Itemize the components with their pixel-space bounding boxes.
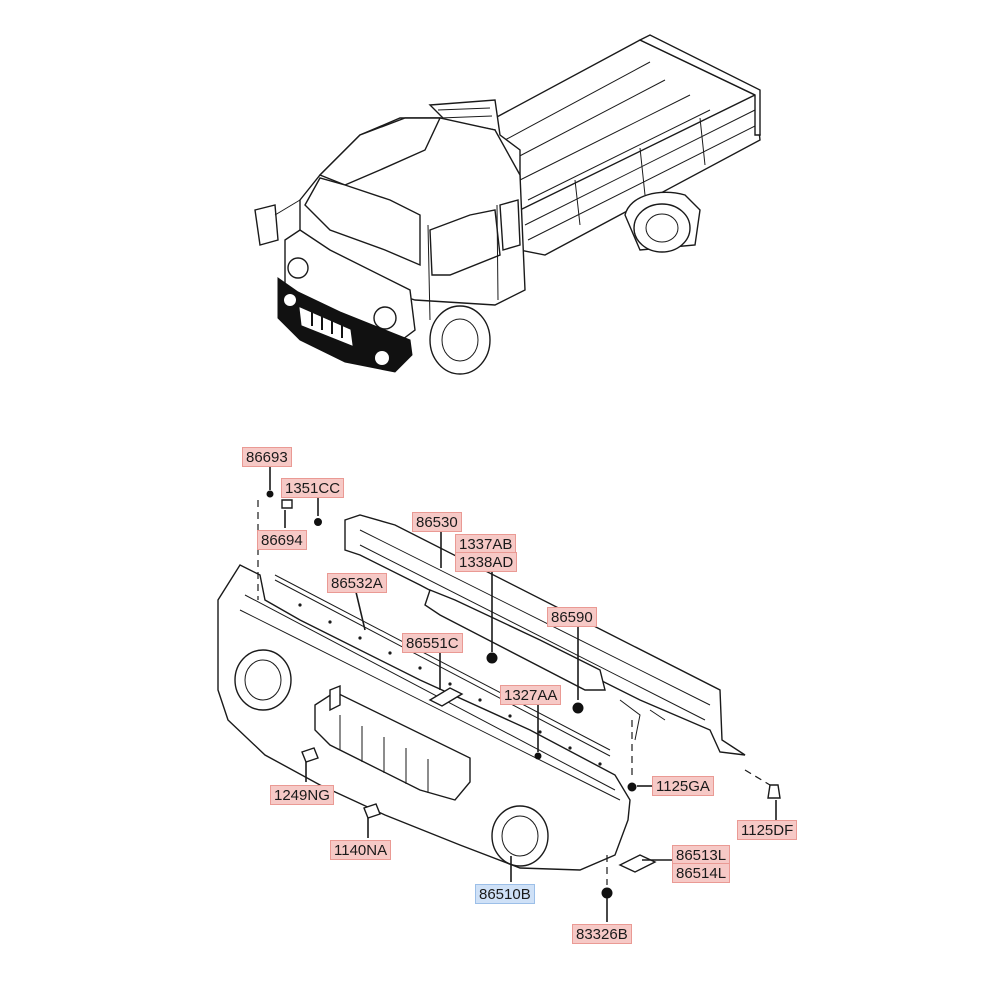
callout-1338AD[interactable]: 1338AD xyxy=(455,552,518,572)
callout-86693[interactable]: 86693 xyxy=(242,447,292,467)
leader-lines xyxy=(269,466,777,922)
callout-83326B[interactable]: 83326B xyxy=(572,924,632,944)
bumper-exploded-view xyxy=(217,490,781,899)
callout-86590[interactable]: 86590 xyxy=(547,607,597,627)
callout-1327AA[interactable]: 1327AA xyxy=(500,685,562,705)
callout-86532A[interactable]: 86532A xyxy=(327,573,387,593)
callout-1125DF[interactable]: 1125DF xyxy=(737,820,798,840)
bumper-cover-86510B xyxy=(217,564,631,871)
bumper-beam-86530 xyxy=(344,514,746,756)
callout-1337AB[interactable]: 1337AB xyxy=(455,534,517,554)
callout-1351CC[interactable]: 1351CC xyxy=(281,478,345,498)
callout-86514L[interactable]: 86514L xyxy=(672,863,731,883)
callout-1140NA[interactable]: 1140NA xyxy=(330,840,392,860)
callout-86510B[interactable]: 86510B xyxy=(475,884,535,904)
truck-front-bumper xyxy=(277,277,413,373)
truck-illustration xyxy=(254,34,761,375)
callout-1125GA[interactable]: 1125GA xyxy=(652,776,714,796)
callout-86513L[interactable]: 86513L xyxy=(672,845,731,865)
callout-86694[interactable]: 86694 xyxy=(257,530,307,550)
callout-86530[interactable]: 86530 xyxy=(412,512,462,532)
callout-1249NG[interactable]: 1249NG xyxy=(270,785,334,805)
callout-86551C[interactable]: 86551C xyxy=(402,633,463,653)
